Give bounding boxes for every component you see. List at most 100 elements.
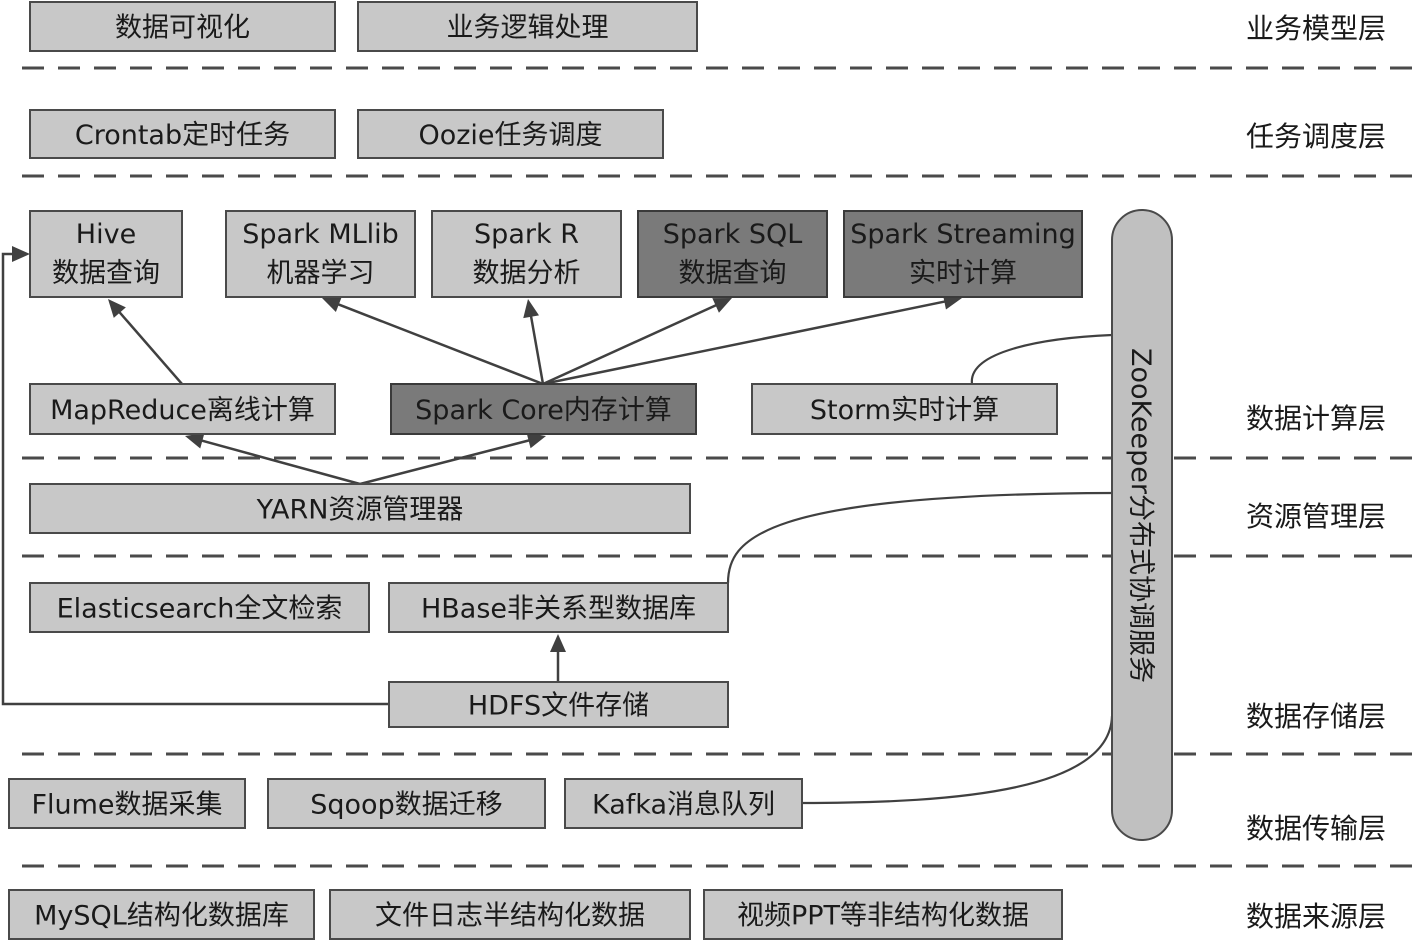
node-mapreduce[interactable]: MapReduce离线计算 <box>29 383 336 435</box>
edge-hdfs-to-hive-arrowhead <box>12 246 30 262</box>
node-mysql[interactable]: MySQL结构化数据库 <box>8 889 315 940</box>
node-logs[interactable]: 文件日志半结构化数据 <box>329 889 691 940</box>
node-mllib[interactable]: Spark MLlib 机器学习 <box>225 210 416 298</box>
edge-yarn-to-mapreduce-arrowhead <box>185 433 205 449</box>
node-business-logic[interactable]: 业务逻辑处理 <box>357 1 698 52</box>
node-label-line: Spark SQL <box>663 219 803 250</box>
node-box <box>29 582 370 633</box>
node-label: Kafka消息队列 <box>592 790 775 821</box>
node-flume[interactable]: Flume数据采集 <box>8 778 246 829</box>
node-box <box>8 778 246 829</box>
node-kafka[interactable]: Kafka消息队列 <box>564 778 803 829</box>
edge-hbase-to-zookeeper <box>726 491 1113 584</box>
node-box <box>751 383 1058 435</box>
node-box <box>8 889 315 940</box>
node-box <box>29 483 691 534</box>
node-box <box>637 210 828 298</box>
node-box <box>564 778 803 829</box>
node-label: 数据可视化 <box>115 13 250 44</box>
edge-spark-core-to-spark-streaming <box>542 299 949 386</box>
node-box <box>225 210 416 298</box>
layer-label-business: 业务模型层 <box>1246 12 1386 45</box>
edge-mapreduce-to-hive <box>116 308 183 385</box>
edge-spark-core-to-spark-r-arrowhead <box>523 299 540 319</box>
edge-hdfs-to-hbase-arrowhead <box>550 634 566 652</box>
node-box <box>843 210 1083 298</box>
node-box <box>29 109 336 159</box>
node-box <box>329 889 691 940</box>
node-box <box>388 681 729 728</box>
node-elasticsearch[interactable]: Elasticsearch全文检索 <box>29 582 370 633</box>
node-label: YARN资源管理器 <box>256 495 464 526</box>
edge-hdfs-to-hive <box>1 252 389 706</box>
layer-dividers <box>22 66 1422 868</box>
node-label: Oozie任务调度 <box>418 120 602 151</box>
node-label: Elasticsearch全文检索 <box>57 594 343 625</box>
node-label-line: Spark Streaming <box>850 219 1076 250</box>
edge-spark-core-to-spark-sql-arrowhead <box>712 298 732 313</box>
edge-mapreduce-to-hive-arrowhead <box>108 299 126 318</box>
node-box <box>431 210 622 298</box>
zookeeper-node[interactable]: ZooKeeper分布式协调服务 <box>1111 209 1173 841</box>
node-label: Sqoop数据迁移 <box>310 790 502 821</box>
node-label-line: 机器学习 <box>267 258 375 289</box>
layer-label-source: 数据来源层 <box>1246 900 1386 933</box>
node-box <box>357 1 698 52</box>
node-yarn[interactable]: YARN资源管理器 <box>29 483 691 534</box>
node-box <box>29 1 336 52</box>
edge-spark-core-to-spark-r <box>529 312 545 385</box>
zookeeper-label: ZooKeeper分布式协调服务 <box>1125 348 1156 683</box>
node-spark-streaming[interactable]: Spark Streaming 实时计算 <box>843 210 1083 298</box>
node-box <box>267 778 546 829</box>
node-label: Flume数据采集 <box>31 790 222 821</box>
zookeeper-pill <box>1111 209 1173 841</box>
edge-spark-core-to-spark-sql <box>542 302 720 386</box>
node-hbase[interactable]: HBase非关系型数据库 <box>388 582 729 633</box>
node-oozie[interactable]: Oozie任务调度 <box>357 109 664 159</box>
layer-label-resource: 资源管理层 <box>1246 500 1386 533</box>
edge-storm-to-zookeeper <box>970 333 1113 385</box>
node-label-line: 数据查询 <box>52 258 160 289</box>
node-label: 文件日志半结构化数据 <box>375 901 645 932</box>
node-label-line: Spark R <box>474 219 579 250</box>
node-box <box>388 582 729 633</box>
node-visualization[interactable]: 数据可视化 <box>29 1 336 52</box>
node-spark-core[interactable]: Spark Core内存计算 <box>390 383 697 435</box>
layer-label-compute: 数据计算层 <box>1246 402 1386 435</box>
edge-yarn-to-mapreduce <box>198 438 361 486</box>
node-label: Storm实时计算 <box>810 395 999 426</box>
node-box <box>703 889 1063 940</box>
node-label: Crontab定时任务 <box>75 120 290 151</box>
node-video[interactable]: 视频PPT等非结构化数据 <box>703 889 1063 940</box>
node-box <box>390 383 697 435</box>
node-label: HDFS文件存储 <box>468 691 649 722</box>
node-label: Spark Core内存计算 <box>415 395 672 426</box>
node-label-line: 数据查询 <box>679 258 787 289</box>
node-label: 业务逻辑处理 <box>447 13 609 44</box>
node-crontab[interactable]: Crontab定时任务 <box>29 109 336 159</box>
node-label: HBase非关系型数据库 <box>421 594 696 625</box>
node-label: 视频PPT等非结构化数据 <box>737 901 1029 932</box>
node-hdfs[interactable]: HDFS文件存储 <box>388 681 729 728</box>
layer-label-scheduling: 任务调度层 <box>1246 120 1386 153</box>
node-storm[interactable]: Storm实时计算 <box>751 383 1058 435</box>
edge-spark-core-to-mllib <box>334 301 544 386</box>
edges <box>1 246 1114 805</box>
layer-label-transport: 数据传输层 <box>1246 812 1386 845</box>
node-box <box>29 210 183 298</box>
edge-yarn-to-spark-core <box>359 438 533 486</box>
node-box <box>29 383 336 435</box>
edge-yarn-to-spark-core-arrowhead <box>526 432 546 449</box>
layer-label-storage: 数据存储层 <box>1246 700 1386 733</box>
node-label: MySQL结构化数据库 <box>34 901 289 932</box>
edge-spark-core-to-mllib-arrowhead <box>322 297 342 312</box>
node-sqoop[interactable]: Sqoop数据迁移 <box>267 778 546 829</box>
node-spark-sql[interactable]: Spark SQL 数据查询 <box>637 210 828 298</box>
node-label-line: 实时计算 <box>909 258 1017 289</box>
node-label-line: Spark MLlib <box>242 219 399 250</box>
